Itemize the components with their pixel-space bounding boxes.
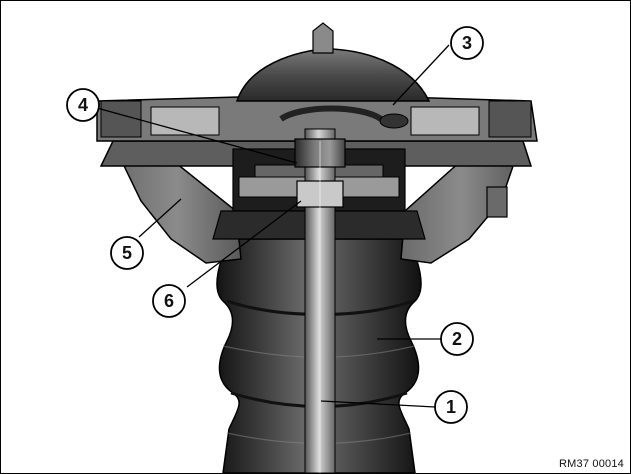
callout-2-label: 2: [452, 329, 462, 349]
leader-4: [96, 107, 298, 164]
top-mount-dome: [235, 22, 431, 129]
callout-3-label: 3: [462, 33, 472, 53]
callout-5-label: 5: [122, 243, 132, 263]
top-cover-plate: [96, 96, 538, 142]
callout-1-label: 1: [446, 397, 456, 417]
piston-rod: [294, 128, 346, 473]
callout-5: 5: [110, 236, 144, 270]
callout-6: 6: [152, 284, 186, 318]
leader-6: [186, 200, 302, 288]
callout-2: 2: [440, 322, 474, 356]
leader-lines: [96, 44, 450, 408]
callout-4-label: 4: [78, 95, 88, 115]
callout-1: 1: [434, 390, 468, 424]
callout-6-label: 6: [164, 291, 174, 311]
callout-4: 4: [66, 88, 100, 122]
leader-1: [320, 400, 436, 408]
leader-3: [392, 44, 450, 106]
callout-3: 3: [450, 26, 484, 60]
leader-5: [138, 198, 182, 238]
air-connector: [486, 186, 508, 218]
figure-reference: RM37 00014: [559, 458, 624, 470]
